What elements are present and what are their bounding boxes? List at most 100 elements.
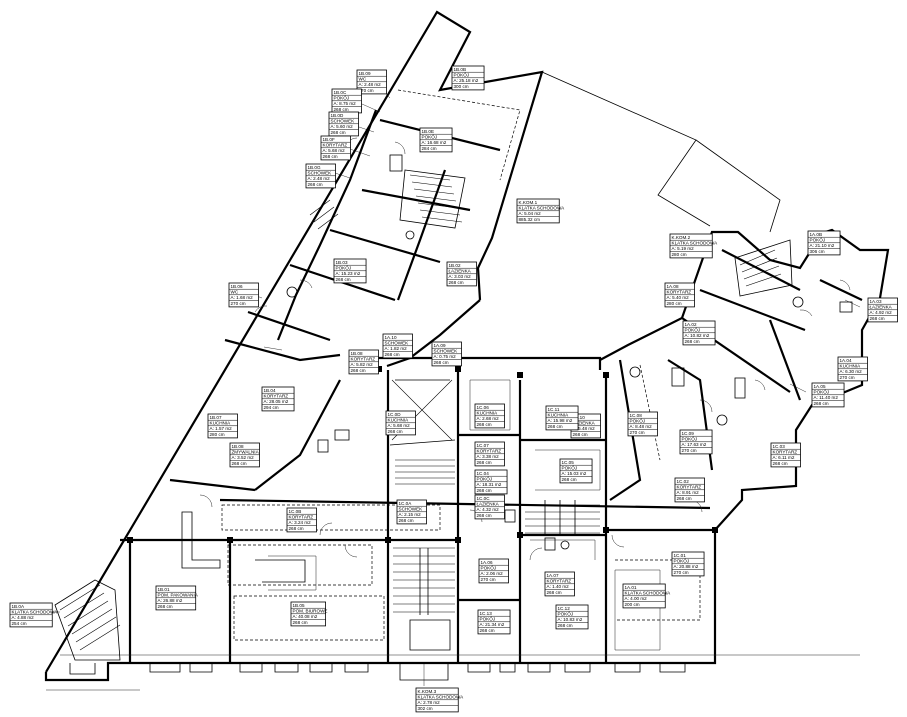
room-area: A: 5.19 m2: [672, 246, 695, 251]
room-name: ŁAZIENKA: [477, 502, 500, 507]
room-height: 268 cm: [399, 518, 414, 523]
room-number: 1B.03: [336, 260, 348, 265]
room-number: 1B.09: [359, 71, 371, 76]
stair-1b-0a: [54, 579, 121, 661]
room-name: POKÓJ: [558, 611, 574, 617]
room-height: 284 cm: [422, 146, 437, 151]
room-area: A: 28.05 m2: [264, 399, 289, 404]
room-name: POKÓJ: [480, 616, 496, 622]
room-height: 268 cm: [334, 107, 349, 112]
room-name: KORYTARZ: [667, 290, 692, 295]
room-number: 1C.0B: [289, 509, 302, 514]
room-number: 1C.12: [558, 606, 571, 611]
room-height: 268 cm: [773, 461, 788, 466]
room-area: A: 5.82 m2: [351, 362, 374, 367]
room-number: 1B.06: [231, 284, 243, 289]
room-height: 268 cm: [351, 368, 366, 373]
room-number: 1B.07: [210, 415, 222, 420]
room-area: A: 21.10 m2: [810, 243, 835, 248]
room-number: 1C.10: [573, 415, 586, 420]
room-number: 1A.01: [625, 585, 637, 590]
room-area: A: 21.34 m2: [480, 622, 505, 627]
room-height: 268 cm: [449, 280, 464, 285]
room-number: K.KOM.3: [418, 689, 437, 694]
room-height: 200 cm: [625, 602, 640, 607]
room-height: 302 cm: [418, 706, 433, 711]
room-name: ŁAZIENKA: [870, 305, 893, 310]
room-name: SCHOWEK: [399, 507, 424, 512]
room-number: 1C.05: [562, 460, 575, 465]
room-name: KORYTARZ: [547, 579, 572, 584]
room-name: POKÓJ: [685, 327, 701, 333]
room-name: KORYTARZ: [351, 357, 376, 362]
room-name: SCHOWEK: [385, 341, 410, 346]
room-number: 1A.05: [814, 384, 826, 389]
stair-k-kom-1: [399, 169, 466, 229]
room-name: ŁAZIENKA: [449, 269, 472, 274]
room-area: A: 5.68 m2: [323, 148, 346, 153]
room-height: 300 cm: [454, 84, 469, 89]
room-name: POM. BIUROWE: [293, 609, 328, 614]
room-name: KUCHNIA: [840, 364, 862, 369]
room-name: ŁAZIENKA: [573, 421, 596, 426]
room-height: 268 cm: [477, 513, 492, 518]
room-height: 306 cm: [810, 249, 825, 254]
room-name: POKÓJ: [422, 134, 438, 140]
room-number: 1B.08: [232, 444, 244, 449]
columns: [127, 366, 718, 543]
room-area: A: 2.78 m2: [418, 700, 441, 705]
room-name: POKÓJ: [810, 237, 826, 243]
room-height: 268 cm: [158, 604, 173, 609]
room-number: K.KOM.1: [519, 200, 538, 205]
room-area: A: 3.24 m2: [289, 520, 312, 525]
room-area: A: 17.63 m2: [682, 442, 707, 447]
room-area: A: 10.83 m2: [558, 617, 583, 622]
room-number: 1A.10: [385, 335, 397, 340]
room-name: POKÓJ: [814, 389, 830, 395]
room-number: 1B.0G: [308, 165, 321, 170]
stair-1c-lower: [525, 500, 600, 535]
room-number: 1B.0C: [334, 90, 347, 95]
stair-window-lower: [309, 199, 339, 230]
room-name: POKÓJ: [682, 436, 698, 442]
room-number: 1C.09: [682, 431, 695, 436]
room-area: A: 1.40 m2: [547, 584, 570, 589]
room-height: 268 cm: [480, 628, 495, 633]
room-area: A: 8.75 m2: [334, 101, 357, 106]
outer-walls: [44, 10, 890, 682]
room-number: 1C.03: [773, 444, 786, 449]
room-number: 1A.02: [685, 322, 697, 327]
room-height: 268 cm: [547, 590, 562, 595]
room-area: A: 25.18 m2: [454, 78, 479, 83]
room-area: A: 15.98 m2: [548, 418, 573, 423]
room-name: KORYTARZ: [323, 143, 348, 148]
stair-k-kom-2: [734, 239, 793, 297]
room-name: WC: [359, 77, 367, 82]
room-area: A: 3.03 m2: [449, 274, 472, 279]
room-height: 270 cm: [630, 430, 645, 435]
room-number: 1B.08: [351, 351, 363, 356]
room-area: A: 2.48 m2: [359, 82, 382, 87]
room-number: 1A.0B: [810, 232, 823, 237]
room-name: KLATKA SCHODOWA: [12, 610, 59, 615]
room-area: A: 4.88 m2: [12, 615, 35, 620]
detail-lines: [46, 89, 860, 691]
